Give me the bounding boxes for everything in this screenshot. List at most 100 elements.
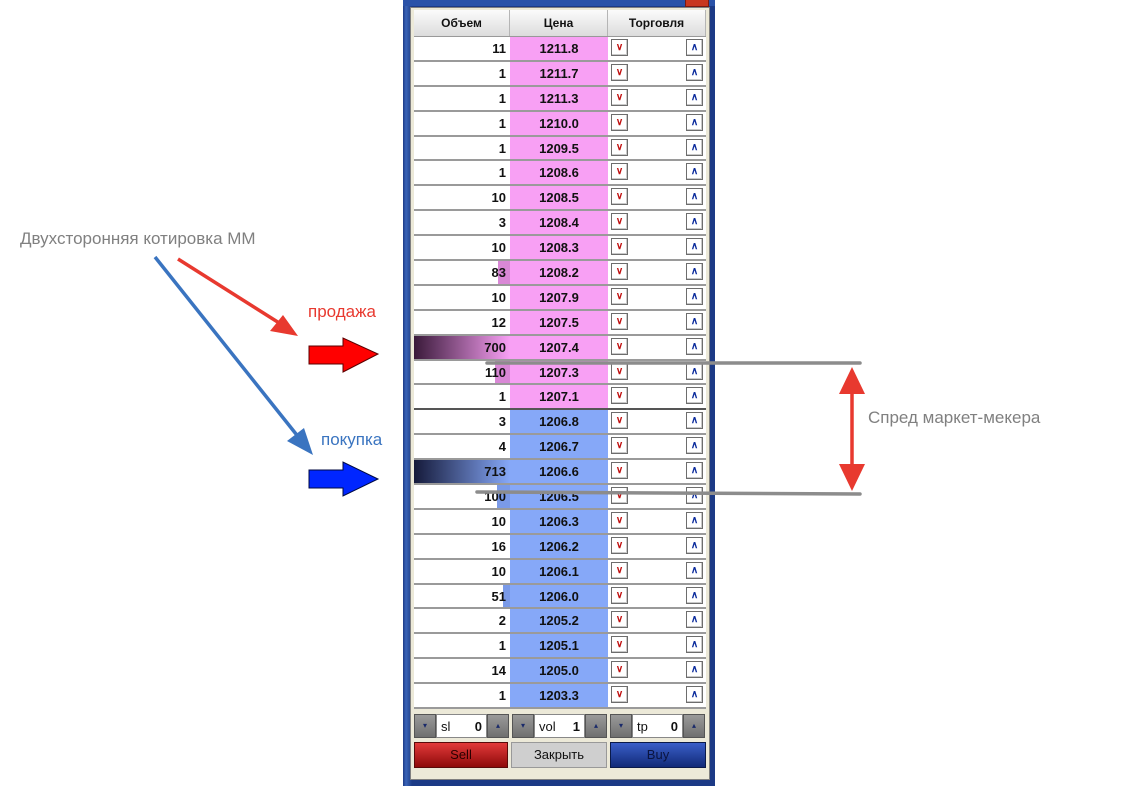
ask-price-cell[interactable]: 1209.5 [510, 136, 608, 160]
bid-price-cell[interactable]: 1206.7 [510, 435, 608, 459]
vol-decrease-button[interactable]: ▾ [512, 714, 534, 738]
ask-price-cell[interactable]: 1208.6 [510, 161, 608, 185]
bid-price-cell[interactable]: 1203.3 [510, 684, 608, 708]
buy-at-price-chevron-up-icon[interactable]: ∧ [686, 661, 703, 679]
tp-decrease-button[interactable]: ▾ [610, 714, 632, 738]
sell-at-price-chevron-down-icon[interactable]: ∨ [611, 213, 628, 231]
sl-field[interactable]: sl 0 [436, 714, 487, 738]
sell-at-price-chevron-down-icon[interactable]: ∨ [611, 238, 628, 256]
column-header-trade[interactable]: Торговля [608, 10, 706, 36]
sell-at-price-chevron-down-icon[interactable]: ∨ [611, 312, 628, 330]
sell-at-price-chevron-down-icon[interactable]: ∨ [611, 636, 628, 654]
sell-at-price-chevron-down-icon[interactable]: ∨ [611, 88, 628, 106]
buy-at-price-chevron-up-icon[interactable]: ∧ [686, 39, 703, 56]
sell-at-price-chevron-down-icon[interactable]: ∨ [611, 163, 628, 181]
trade-cell: ∨∧ [608, 559, 706, 583]
ask-price-cell[interactable]: 1211.8 [510, 37, 608, 60]
close-position-button[interactable]: Закрыть [511, 742, 607, 768]
buy-at-price-chevron-up-icon[interactable]: ∧ [686, 163, 703, 181]
sell-at-price-chevron-down-icon[interactable]: ∨ [611, 412, 628, 430]
volume-cell: 10 [414, 559, 510, 583]
tp-increase-button[interactable]: ▴ [683, 714, 705, 738]
sell-at-price-chevron-down-icon[interactable]: ∨ [611, 462, 628, 480]
buy-at-price-chevron-up-icon[interactable]: ∧ [686, 138, 703, 156]
buy-at-price-chevron-up-icon[interactable]: ∧ [686, 462, 703, 480]
sell-at-price-chevron-down-icon[interactable]: ∨ [611, 63, 628, 81]
bid-price-cell[interactable]: 1206.0 [510, 584, 608, 608]
sell-at-price-chevron-down-icon[interactable]: ∨ [611, 138, 628, 156]
two-sided-quote-label: Двухсторонняя котировка ММ [20, 229, 256, 248]
bid-price-cell[interactable]: 1206.1 [510, 559, 608, 583]
buy-at-price-chevron-up-icon[interactable]: ∧ [686, 487, 703, 505]
bid-price-cell[interactable]: 1205.2 [510, 609, 608, 633]
sell-at-price-chevron-down-icon[interactable]: ∨ [611, 188, 628, 206]
sell-button[interactable]: Sell [414, 742, 508, 768]
window-titlebar[interactable] [403, 0, 715, 7]
buy-at-price-chevron-up-icon[interactable]: ∧ [686, 586, 703, 604]
buy-at-price-chevron-up-icon[interactable]: ∧ [686, 63, 703, 81]
buy-at-price-chevron-up-icon[interactable]: ∧ [686, 536, 703, 554]
sell-at-price-chevron-down-icon[interactable]: ∨ [611, 39, 628, 56]
buy-at-price-chevron-up-icon[interactable]: ∧ [686, 387, 703, 405]
buy-at-price-chevron-up-icon[interactable]: ∧ [686, 213, 703, 231]
volume-value: 10 [491, 289, 506, 305]
sell-at-price-chevron-down-icon[interactable]: ∨ [611, 437, 628, 455]
close-window-button[interactable] [685, 0, 709, 7]
ask-price-cell[interactable]: 1207.4 [510, 335, 608, 359]
ask-price-cell[interactable]: 1208.5 [510, 186, 608, 210]
sell-at-price-chevron-down-icon[interactable]: ∨ [611, 337, 628, 355]
ask-price-cell[interactable]: 1208.4 [510, 211, 608, 235]
ask-price-cell[interactable]: 1211.7 [510, 61, 608, 85]
bid-price-cell[interactable]: 1206.2 [510, 534, 608, 558]
tp-field[interactable]: tp 0 [632, 714, 683, 738]
bid-price-cell[interactable]: 1206.3 [510, 509, 608, 533]
ask-price-cell[interactable]: 1207.3 [510, 360, 608, 384]
sell-at-price-chevron-down-icon[interactable]: ∨ [611, 561, 628, 579]
buy-at-price-chevron-up-icon[interactable]: ∧ [686, 312, 703, 330]
bid-price-cell[interactable]: 1205.0 [510, 659, 608, 683]
sell-at-price-chevron-down-icon[interactable]: ∨ [611, 536, 628, 554]
sell-at-price-chevron-down-icon[interactable]: ∨ [611, 611, 628, 629]
sl-decrease-button[interactable]: ▾ [414, 714, 436, 738]
sell-at-price-chevron-down-icon[interactable]: ∨ [611, 511, 628, 529]
sell-at-price-chevron-down-icon[interactable]: ∨ [611, 387, 628, 405]
bid-price-cell[interactable]: 1205.1 [510, 634, 608, 658]
ask-price-cell[interactable]: 1208.2 [510, 261, 608, 284]
buy-at-price-chevron-up-icon[interactable]: ∧ [686, 263, 703, 281]
buy-at-price-chevron-up-icon[interactable]: ∧ [686, 686, 703, 704]
ask-price-cell[interactable]: 1211.3 [510, 86, 608, 110]
buy-at-price-chevron-up-icon[interactable]: ∧ [686, 188, 703, 206]
ask-price-cell[interactable]: 1207.5 [510, 310, 608, 334]
sell-at-price-chevron-down-icon[interactable]: ∨ [611, 263, 628, 281]
ask-price-cell[interactable]: 1210.0 [510, 111, 608, 135]
sl-increase-button[interactable]: ▴ [487, 714, 509, 738]
sell-at-price-chevron-down-icon[interactable]: ∨ [611, 586, 628, 604]
buy-at-price-chevron-up-icon[interactable]: ∧ [686, 561, 703, 579]
sell-at-price-chevron-down-icon[interactable]: ∨ [611, 686, 628, 704]
bid-price-cell[interactable]: 1206.6 [510, 460, 608, 484]
ask-price-cell[interactable]: 1207.9 [510, 285, 608, 309]
buy-at-price-chevron-up-icon[interactable]: ∧ [686, 88, 703, 106]
ask-price-cell[interactable]: 1207.1 [510, 385, 608, 409]
buy-at-price-chevron-up-icon[interactable]: ∧ [686, 287, 703, 305]
buy-at-price-chevron-up-icon[interactable]: ∧ [686, 437, 703, 455]
buy-at-price-chevron-up-icon[interactable]: ∧ [686, 611, 703, 629]
sell-at-price-chevron-down-icon[interactable]: ∨ [611, 362, 628, 380]
buy-at-price-chevron-up-icon[interactable]: ∧ [686, 636, 703, 654]
buy-at-price-chevron-up-icon[interactable]: ∧ [686, 337, 703, 355]
sell-at-price-chevron-down-icon[interactable]: ∨ [611, 113, 628, 131]
buy-at-price-chevron-up-icon[interactable]: ∧ [686, 412, 703, 430]
buy-button[interactable]: Buy [610, 742, 706, 768]
vol-field[interactable]: vol 1 [534, 714, 585, 738]
column-header-price[interactable]: Цена [510, 10, 608, 36]
sell-at-price-chevron-down-icon[interactable]: ∨ [611, 287, 628, 305]
column-header-volume[interactable]: Объем [414, 10, 510, 36]
buy-at-price-chevron-up-icon[interactable]: ∧ [686, 238, 703, 256]
ask-price-cell[interactable]: 1208.3 [510, 236, 608, 260]
bid-price-cell[interactable]: 1206.8 [510, 410, 608, 434]
sell-at-price-chevron-down-icon[interactable]: ∨ [611, 661, 628, 679]
buy-at-price-chevron-up-icon[interactable]: ∧ [686, 113, 703, 131]
buy-at-price-chevron-up-icon[interactable]: ∧ [686, 511, 703, 529]
vol-increase-button[interactable]: ▴ [585, 714, 607, 738]
